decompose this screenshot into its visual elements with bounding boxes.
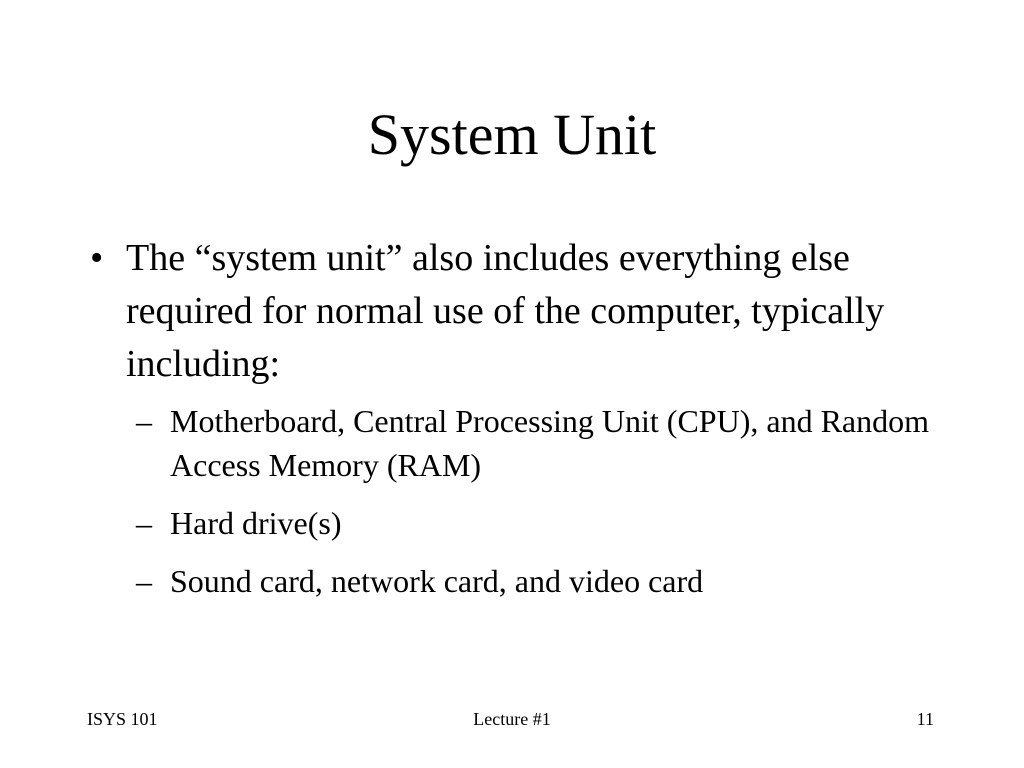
slide-title: System Unit xyxy=(367,102,657,167)
slide-content: • The “system unit” also includes everyt… xyxy=(90,232,950,617)
footer-lecture: Lecture #1 xyxy=(473,709,551,729)
footer-page-number: 11 xyxy=(916,709,934,729)
sub-bullet-text: Sound card, network card, and video card xyxy=(170,563,704,599)
footer-course: ISYS 101 xyxy=(87,709,158,729)
bullet-item: • The “system unit” also includes everyt… xyxy=(90,232,950,391)
sub-bullet-list: – Motherboard, Central Processing Unit (… xyxy=(90,399,950,603)
sub-bullet-item: – Hard drive(s) xyxy=(90,501,950,545)
bullet-marker: • xyxy=(90,237,104,279)
sub-bullet-item: – Motherboard, Central Processing Unit (… xyxy=(90,399,950,487)
sub-bullet-marker: – xyxy=(136,505,152,541)
sub-bullet-item: – Sound card, network card, and video ca… xyxy=(90,559,950,603)
sub-bullet-text: Hard drive(s) xyxy=(170,505,342,541)
sub-bullet-marker: – xyxy=(136,403,152,439)
sub-bullet-marker: – xyxy=(136,563,152,599)
sub-bullet-text: Motherboard, Central Processing Unit (CP… xyxy=(170,403,929,483)
bullet-text: The “system unit” also includes everythi… xyxy=(126,237,885,385)
